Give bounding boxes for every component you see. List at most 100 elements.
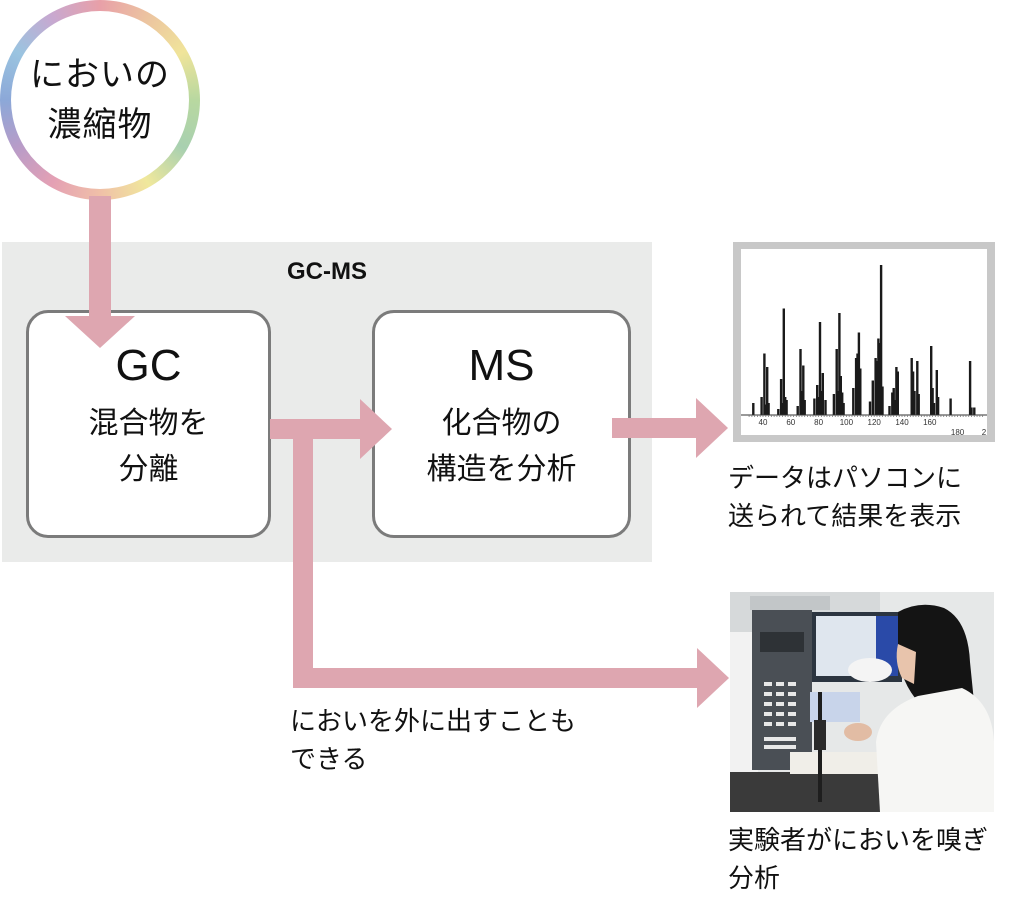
ms-description-line2: 構造を分析 — [426, 452, 577, 487]
spectrum-tick-label: 60 — [786, 418, 795, 427]
gc-label: GC — [115, 341, 182, 390]
spectrum-peak — [949, 398, 952, 415]
sniff-caption-line2: 分析 — [728, 864, 781, 894]
ms-box: MS 化合物の 構造を分析 — [372, 310, 631, 538]
spectrum-peak — [817, 397, 820, 415]
spectrum-peak — [785, 400, 788, 415]
spectrum-peak — [767, 403, 770, 415]
spectrum-peak — [764, 404, 767, 415]
spectrum-peak — [931, 388, 934, 415]
spectrum-peak — [874, 358, 877, 415]
researcher-lab-coat — [876, 688, 994, 812]
spectrum-peak — [973, 407, 976, 415]
spectrum-peak — [910, 358, 913, 415]
sniff-caption-line1: 実験者がにおいを嗅ぎ — [728, 826, 989, 856]
spectrum-peak — [781, 403, 784, 415]
ms-label: MS — [468, 341, 535, 390]
spectrum-peak — [836, 391, 840, 415]
odor-concentrate-label: においの 濃縮物 — [11, 11, 189, 189]
spectrum-peak — [799, 349, 802, 415]
outlet-caption-line2: できる — [290, 745, 368, 775]
spectrum-peak — [796, 406, 799, 415]
spectrum-peak — [782, 308, 785, 415]
spectrum-tick-label: 2 — [982, 428, 987, 435]
arrow-gc-to-ms-shaft — [270, 419, 362, 439]
arrow-source-to-gc-shaft — [89, 196, 111, 318]
sniff-caption: 実験者がにおいを嗅ぎ 分析 — [728, 822, 988, 898]
spectrum-peak — [816, 385, 819, 415]
spectrum-peak — [970, 407, 973, 415]
spectrum-peak — [813, 398, 816, 415]
spectrum-peaks — [752, 265, 976, 415]
spectrum-peak — [878, 343, 881, 415]
spectrum-tick-label: 140 — [895, 418, 909, 427]
arrow-to-outlet-horizontal — [293, 668, 699, 688]
ms-description-line1: 化合物の — [441, 406, 562, 441]
arrow-ms-to-pc-shaft — [612, 418, 698, 438]
spectrum-tick-label: 180 — [951, 428, 965, 435]
odor-concentrate-line2: 濃縮物 — [47, 105, 153, 145]
spectrum-peak — [968, 361, 972, 415]
spectrum-peak — [868, 401, 872, 415]
spectrum-peak — [895, 367, 898, 415]
sniffing-photo — [730, 592, 994, 812]
spectrum-peak — [911, 371, 915, 415]
arrow-to-outlet-head — [697, 648, 729, 708]
spectrum-peak — [871, 380, 874, 415]
sniffing-photo-illustration — [730, 592, 994, 812]
pc-caption: データはパソコンに 送られて結果を表示 — [728, 460, 962, 536]
spectrum-peak — [888, 406, 891, 415]
spectrum-tick-label: 40 — [759, 418, 768, 427]
spectrum-peak — [803, 400, 806, 415]
spectrum-tick-label: 80 — [814, 418, 823, 427]
spectrum-peak — [835, 349, 838, 415]
spectrum-peak — [879, 265, 883, 415]
gc-description-line1: 混合物を — [88, 406, 209, 441]
gc-description-line2: 分離 — [118, 452, 179, 487]
spectrum-peak — [779, 379, 783, 415]
spectrum-tick-label: 120 — [868, 418, 882, 427]
spectrum-peak — [856, 353, 859, 415]
spectrum-peak — [839, 376, 842, 415]
arrow-source-to-gc-head — [65, 316, 135, 348]
outlet-caption: においを外に出すことも できる — [290, 703, 576, 779]
spectrum-peak — [763, 353, 766, 415]
spectrum-peak — [752, 403, 755, 415]
spectrum-peak — [760, 397, 763, 415]
spectrum-peak — [818, 322, 822, 415]
spectrum-peak — [892, 388, 895, 415]
spectrum-peak — [854, 358, 858, 415]
spectrum-peak — [891, 392, 894, 415]
gc-box: GC 混合物を 分離 — [26, 310, 271, 538]
spectrum-peak — [917, 394, 920, 415]
spectrum-peak — [784, 397, 787, 415]
spectrum-peak — [930, 346, 933, 415]
spectrum-peak — [842, 403, 845, 415]
spectrum-peak — [896, 371, 899, 415]
spectrum-peak — [916, 361, 919, 415]
spectrum-peak — [875, 361, 879, 415]
spectrum-peak — [859, 368, 862, 415]
spectrum-peak — [857, 332, 861, 415]
spectrum-peak — [936, 397, 940, 415]
spectrum-peak — [932, 403, 936, 415]
spectrum-tick-label: 160 — [923, 418, 937, 427]
sniff-port — [848, 658, 892, 682]
researcher-hair — [898, 604, 974, 712]
gc-description: 混合物を 分離 — [89, 401, 209, 493]
spectrum-peak — [777, 409, 780, 415]
arrow-ms-to-pc-head — [696, 398, 728, 458]
ms-description: 化合物の 構造を分析 — [427, 401, 577, 493]
spectrum-peak — [766, 367, 769, 415]
spectrum-peak — [802, 365, 805, 415]
arrow-to-outlet-vertical — [293, 432, 313, 688]
spectrum-peak — [881, 386, 884, 415]
spectrum-peak — [877, 338, 880, 415]
spectrum-peak — [913, 391, 916, 415]
gcms-title: GC-MS — [287, 258, 367, 285]
spectrum-peak — [852, 388, 855, 415]
spectrum-peak — [838, 313, 841, 415]
